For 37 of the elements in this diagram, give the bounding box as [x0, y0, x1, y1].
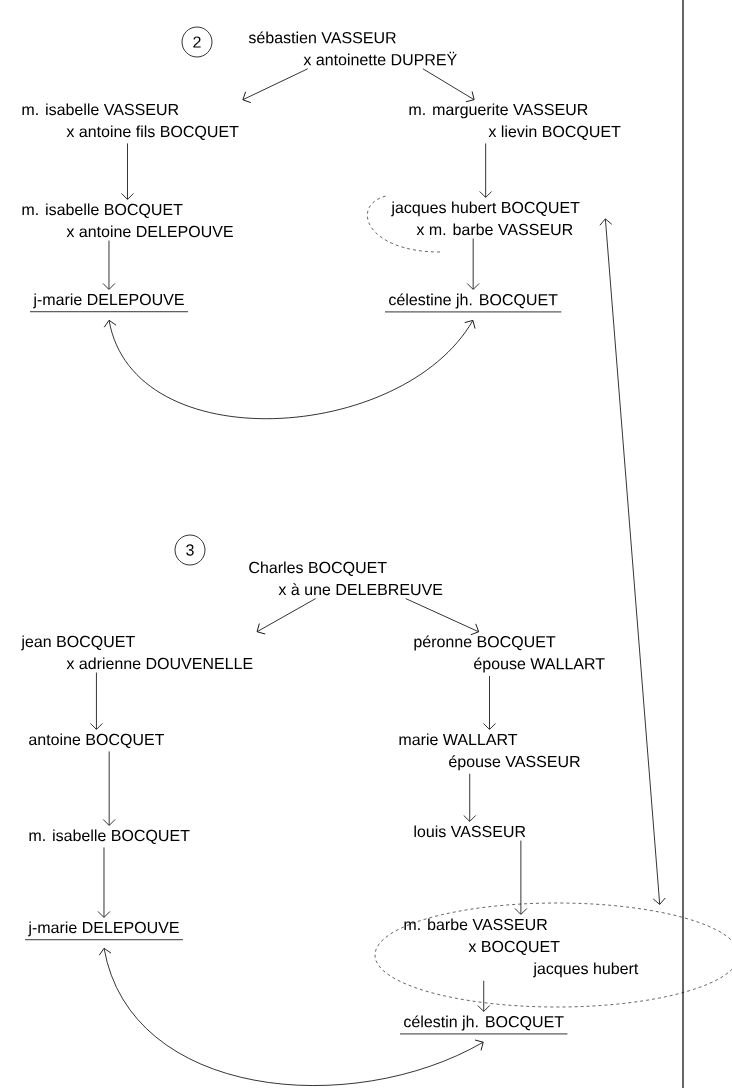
- name-text: Charles BOCQUET x à une DELEBREUVE: [249, 561, 443, 596]
- underlined-name: célestine jh. BOCQUET: [384, 293, 562, 313]
- arrow: [98, 947, 484, 1086]
- underlined-name: j-marie DELEPOUVE: [29, 293, 189, 313]
- name-text: m. barbe VASSEUR x BOCQUET jacques hubert: [404, 918, 639, 978]
- name-text: marie WALLART épouse VASSEUR: [399, 733, 580, 771]
- arrow: [405, 598, 480, 636]
- name-text: jacques hubert BOCQUET x m. barbe VASSEUR: [391, 201, 580, 236]
- arrow: [422, 68, 475, 103]
- arrow: [256, 598, 317, 635]
- arrow: [102, 240, 116, 290]
- arrow: [479, 143, 493, 198]
- arrow: [477, 980, 491, 1012]
- underlined-name: célestin jh. BOCQUET: [399, 1015, 568, 1035]
- arrow: [121, 143, 134, 200]
- arrow: [90, 672, 103, 730]
- circled-number: 2: [181, 26, 213, 58]
- arrow: [599, 218, 666, 905]
- name-text: m. isabelle VASSEUR x antoine fils BOCQUET: [22, 103, 239, 141]
- arrow: [242, 68, 309, 103]
- circled-number: 3: [174, 534, 206, 566]
- name-text: louis VASSEUR: [414, 825, 526, 838]
- underlined-name: j-marie DELEPOUVE: [24, 921, 184, 941]
- name-text: sébastien VASSEUR x antoinette DUPREŸ: [248, 31, 457, 66]
- arrow: [97, 847, 111, 918]
- arrow: [514, 840, 528, 915]
- arrow: [463, 773, 477, 822]
- arrow: [466, 238, 480, 290]
- name-text: jean BOCQUET x adrienne DOUVENELLE: [21, 635, 253, 670]
- name-text: péronne BOCQUET épouse WALLART: [414, 635, 605, 673]
- arrow: [102, 751, 116, 826]
- arrow: [103, 319, 476, 419]
- name-text: m. marguerite VASSEUR x lievin BOCQUET: [409, 103, 621, 141]
- name-text: antoine BOCQUET: [29, 733, 165, 749]
- name-text: m. isabelle BOCQUET: [29, 829, 190, 845]
- arrow: [483, 675, 496, 730]
- name-text: m. isabelle BOCQUET x antoine DELEPOUVE: [22, 203, 233, 238]
